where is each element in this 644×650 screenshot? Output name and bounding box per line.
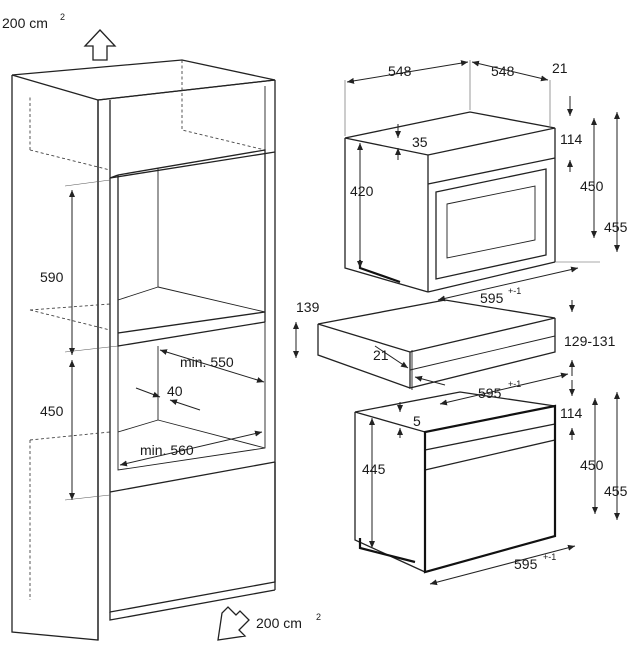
top-595-label: 595: [480, 290, 504, 306]
top-548a-label: 548: [388, 63, 412, 79]
top-595-tol: +-1: [508, 286, 521, 296]
mid-595-label: 595: [478, 385, 502, 401]
bot-455-label: 455: [604, 483, 628, 499]
cab-min550-label: min. 550: [180, 354, 234, 370]
warming-drawer-dimensions: 139 21 129-131 595 +-1: [293, 299, 616, 406]
lower-oven: [354, 391, 557, 574]
vent-bottom-label: 200 cm: [256, 615, 302, 631]
compact-appliance: [344, 111, 556, 293]
tall-cabinet: [11, 59, 276, 641]
bot-450-label: 450: [580, 457, 604, 473]
cab-min560-label: min. 560: [140, 442, 194, 458]
warming-drawer: [317, 299, 556, 390]
bot-595-label: 595: [514, 556, 538, 572]
top-450-label: 450: [580, 178, 604, 194]
top-114-label: 114: [560, 131, 583, 147]
top-21-label: 21: [552, 60, 568, 76]
vent-top-arrow-icon: [83, 29, 117, 61]
lower-oven-dimensions: 5 445 114 450 455 595 +-1: [362, 380, 628, 586]
top-35-label: 35: [412, 134, 428, 150]
top-548b-label: 548: [491, 63, 515, 79]
bot-445-label: 445: [362, 461, 386, 477]
cabinet-dimensions: [64, 179, 265, 501]
vent-bottom-sup: 2: [316, 612, 321, 622]
top-420-label: 420: [350, 183, 374, 199]
mid-139-label: 139: [296, 299, 320, 315]
bot-5-label: 5: [413, 413, 421, 429]
top-455-label: 455: [604, 219, 628, 235]
mid-129-131-label: 129-131: [564, 333, 616, 349]
cab-590-label: 590: [40, 269, 64, 285]
compact-appliance-dimensions: 548 548 21 35 420 114 450 455 595 +-1: [344, 60, 628, 306]
cab-40-label: 40: [167, 383, 183, 399]
cab-450-label: 450: [40, 403, 64, 419]
mid-595-tol: +-1: [508, 379, 521, 389]
bot-595-tol: +-1: [543, 552, 556, 562]
vent-bottom-arrow-icon: [217, 606, 250, 641]
vent-top-sup: 2: [60, 12, 65, 22]
bot-114-label: 114: [560, 405, 583, 421]
vent-top-label: 200 cm: [2, 15, 48, 31]
mid-21-label: 21: [373, 347, 389, 363]
